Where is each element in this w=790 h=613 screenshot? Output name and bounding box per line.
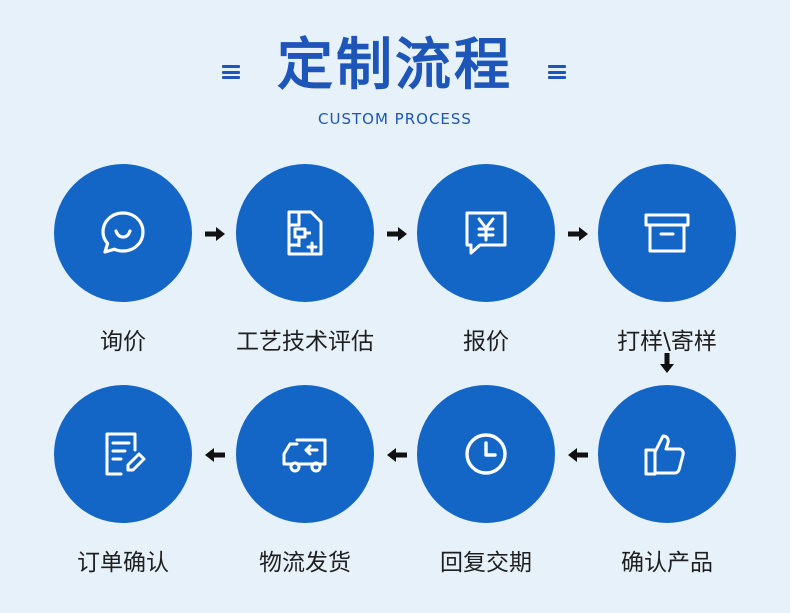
step-delivery-date: 回复交期 [396,385,576,577]
yen-quote-icon [465,211,507,255]
arrow-left-icon [205,448,225,462]
step-circle [236,164,374,302]
arrow-down-icon [660,353,674,373]
step-circle [417,385,555,523]
step-label: 询价 [100,329,146,355]
step-circle [417,164,555,302]
arrow-left-icon [568,448,588,462]
step-circle [598,385,736,523]
step-quote: 报价 [396,164,576,356]
step-label: 打样\寄样 [617,329,717,355]
thumbs-up-icon [644,434,685,476]
order-document-icon [105,432,146,476]
header: 定制流程 CUSTOM PROCESS [0,0,790,140]
step-circle [598,164,736,302]
arrow-right-icon [205,227,225,241]
step-shipping: 物流发货 [215,385,395,577]
page-subtitle: CUSTOM PROCESS [318,110,472,128]
step-label: 工艺技术评估 [236,329,374,355]
step-label: 确认产品 [621,550,713,576]
step-circle [54,164,192,302]
clock-icon [465,433,507,475]
page-title: 定制流程 [277,33,513,98]
step-product-confirm: 确认产品 [577,385,757,577]
step-assessment: 工艺技术评估 [215,164,395,356]
step-label: 物流发货 [259,550,351,576]
step-label: 订单确认 [77,550,169,576]
step-sample: 打样\寄样 [577,164,757,356]
step-order-confirm: 订单确认 [33,385,213,577]
menu-lines-icon [548,65,566,79]
arrow-right-icon [568,227,588,241]
step-label: 报价 [463,329,509,355]
arrow-left-icon [387,448,407,462]
archive-box-icon [644,213,690,253]
blueprint-icon [287,210,323,256]
arrow-right-icon [387,227,407,241]
step-label: 回复交期 [440,550,532,576]
delivery-truck-icon [282,438,327,473]
chat-bubble-icon [101,211,145,254]
step-circle [54,385,192,523]
menu-lines-icon [222,65,240,79]
step-circle [236,385,374,523]
step-inquiry: 询价 [33,164,213,356]
